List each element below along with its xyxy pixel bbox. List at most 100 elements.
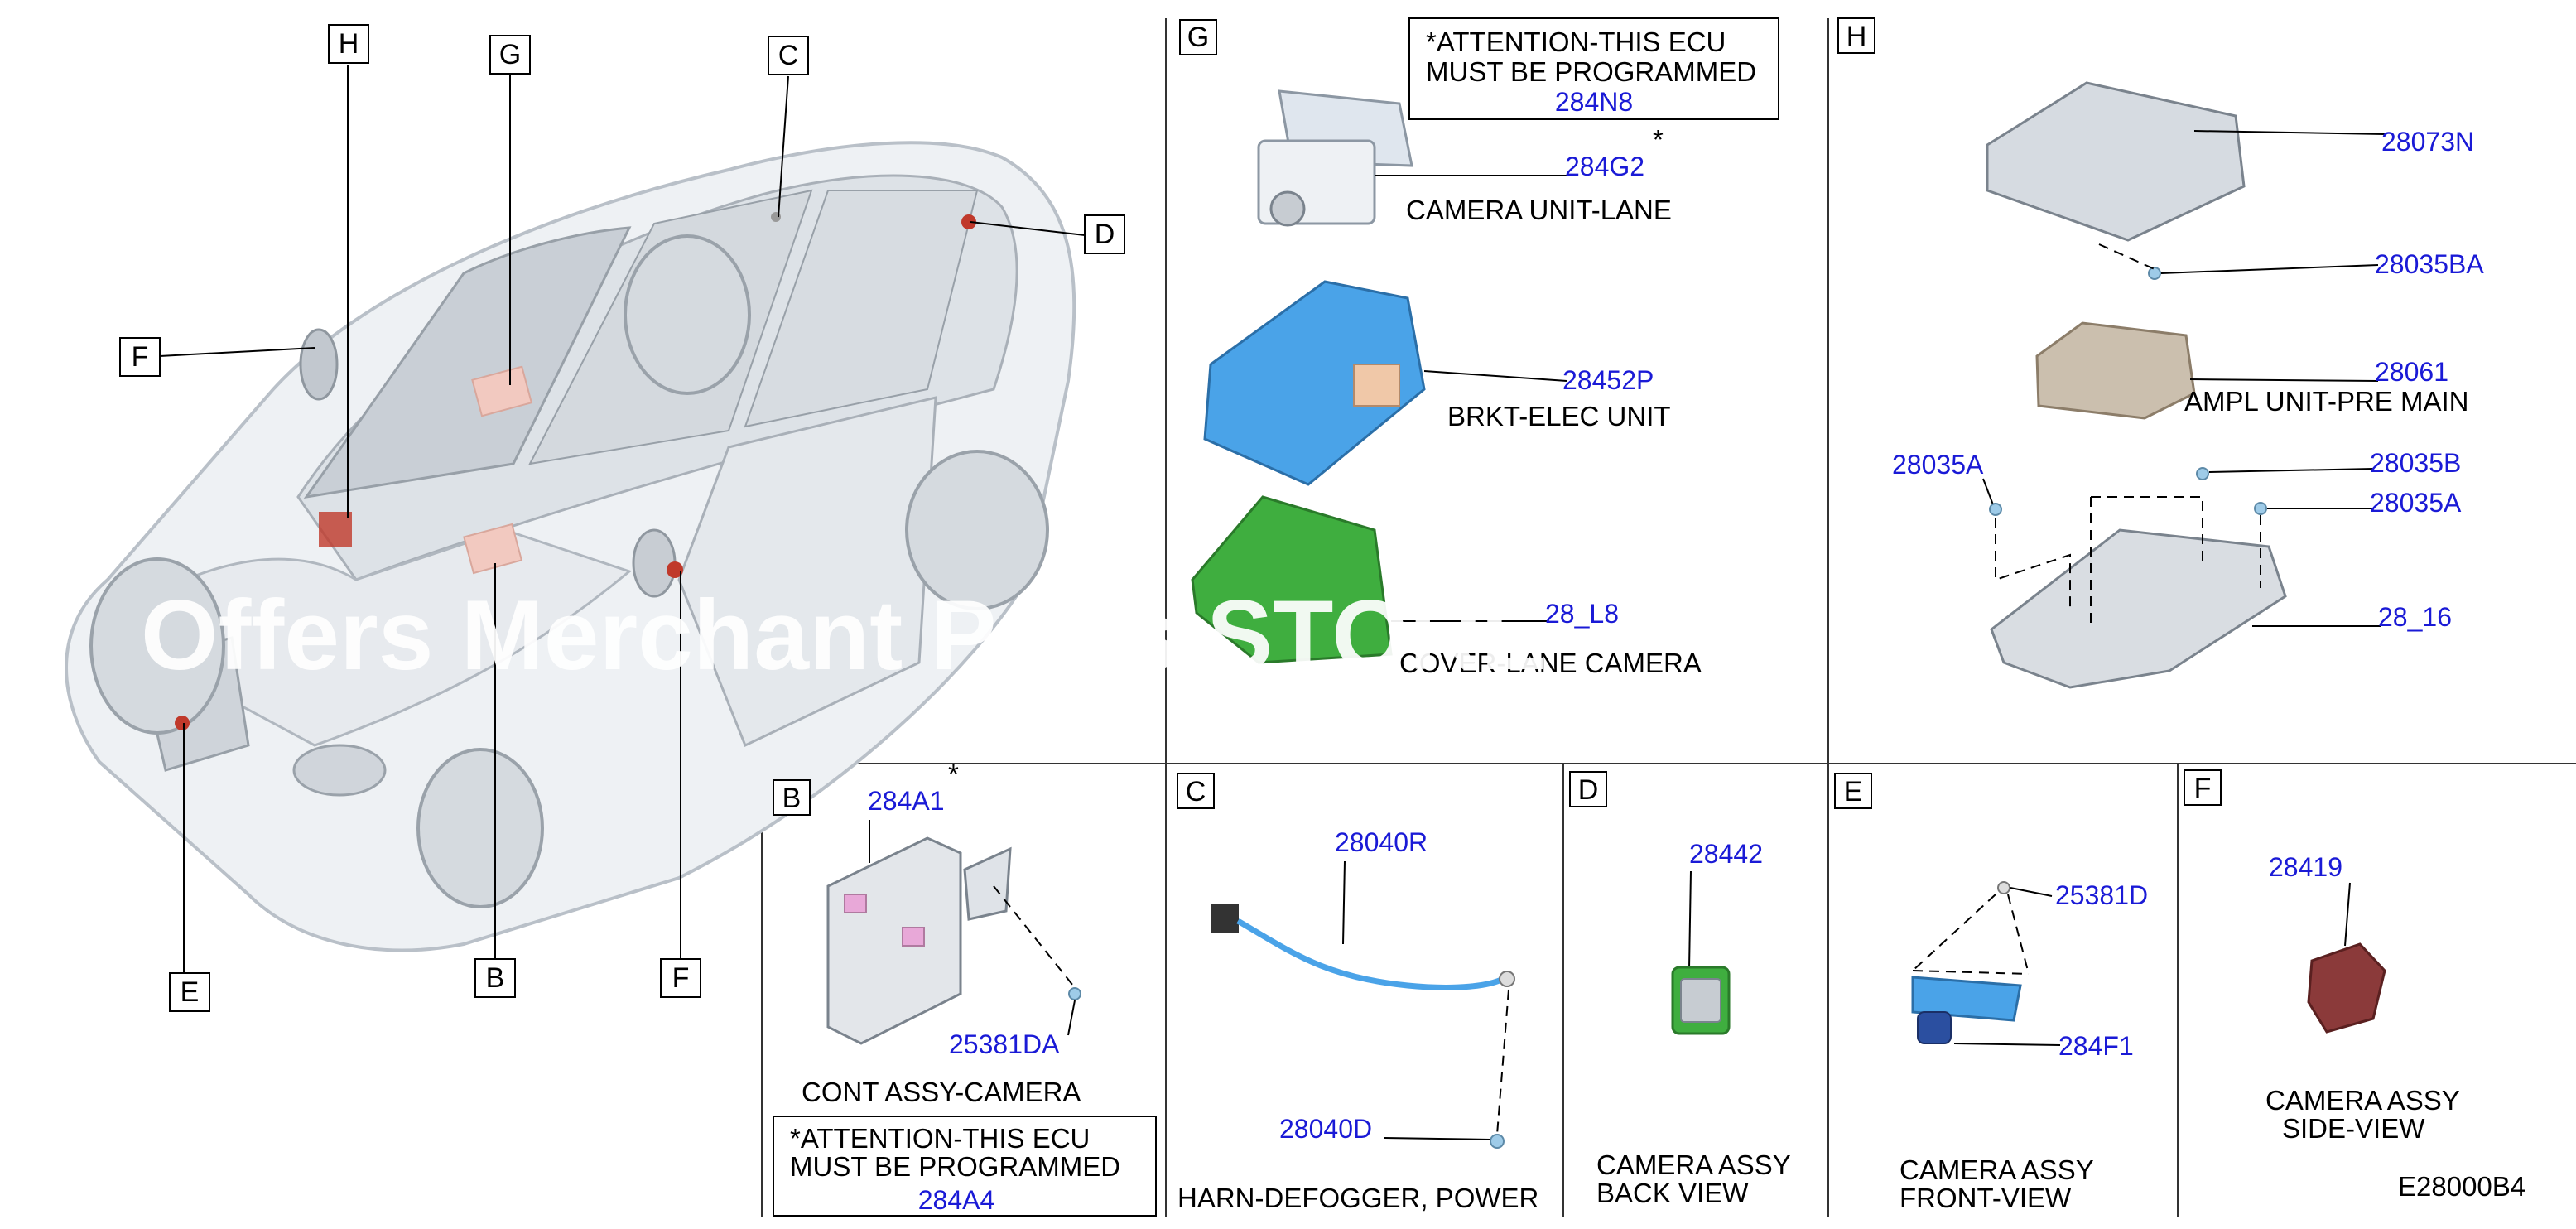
part-number: 28061 — [2375, 357, 2448, 387]
panel-frames — [761, 18, 2576, 1217]
callout-label: F — [132, 341, 149, 373]
callout-label: B — [486, 962, 505, 994]
component-e — [175, 716, 190, 730]
callout-label: C — [778, 40, 799, 71]
wheel — [624, 234, 751, 395]
cover-image — [1191, 495, 1393, 664]
attention-box — [773, 1116, 1157, 1217]
attention-text: *ATTENTION-THIS ECU — [1426, 27, 1726, 57]
vehicle-overview — [65, 65, 1086, 973]
callout-label: D — [1095, 219, 1115, 250]
attention-box — [1408, 17, 1779, 120]
part-name: CONT ASSY-CAMERA — [802, 1077, 1081, 1107]
part-name: SIDE-VIEW — [2282, 1113, 2425, 1144]
component-f — [667, 561, 683, 578]
harness-image — [1236, 918, 1505, 990]
panel-letter: D — [1578, 774, 1599, 806]
panel-h: H 28073N 28035BA 28061 AMPL UNIT-PRE MAI… — [1837, 17, 2484, 689]
dashed-guide — [1496, 989, 1509, 1135]
part-name: CAMERA ASSY — [2265, 1085, 2460, 1116]
leader-line — [2208, 468, 2374, 473]
overview-callouts: H G C D F F E B — [119, 24, 1125, 1012]
leader-line — [2160, 264, 2379, 274]
part-number: 284A4 — [918, 1185, 995, 1215]
panel-letter: E — [1844, 776, 1863, 807]
leader-line — [1342, 860, 1346, 945]
mirror — [299, 328, 339, 401]
part-name: BRKT-ELEC UNIT — [1447, 401, 1671, 431]
part-number: 28452P — [1562, 365, 1654, 395]
part-name: FRONT-VIEW — [1899, 1183, 2072, 1213]
camera-lens — [1269, 190, 1306, 227]
wheel — [416, 748, 544, 908]
part-number: 284F1 — [2058, 1031, 2134, 1061]
part-number: 25381DA — [949, 1029, 1060, 1059]
screw-image — [2148, 267, 2161, 280]
part-number: 28035A — [2370, 488, 2462, 518]
dashed-guide — [993, 885, 1077, 990]
part-number: 28_L8 — [1545, 599, 1619, 629]
screw-image — [2196, 467, 2209, 480]
component-d — [961, 214, 976, 229]
leader-line — [2189, 378, 2379, 382]
dashed-guide — [2098, 243, 2155, 270]
bracket-image — [1203, 280, 1426, 486]
dashed-guide — [1912, 894, 1996, 971]
terminal-image — [1499, 971, 1515, 987]
leader-line — [778, 75, 789, 218]
part-number: 28073N — [2381, 127, 2474, 157]
screw-image — [1997, 881, 2010, 894]
panel-letter: H — [1847, 21, 1867, 52]
camera-lens — [1917, 1011, 1952, 1044]
panel-letter-box — [773, 779, 811, 816]
screw-image — [2254, 502, 2267, 515]
leader-line — [159, 347, 315, 357]
panel-letter: F — [2194, 773, 2212, 804]
panel-b: B 284A1 * 25381DA CONT ASSY-CAMERA *ATTE… — [773, 759, 1157, 1217]
attention-text: MUST BE PROGRAMMED — [1426, 56, 1756, 87]
attention-text: MUST BE PROGRAMMED — [790, 1151, 1120, 1182]
part-number: 28040R — [1335, 827, 1428, 857]
part-name: CAMERA UNIT-LANE — [1406, 195, 1672, 225]
part-number: 28040D — [1279, 1114, 1372, 1144]
callout-box — [1084, 214, 1125, 254]
leader-line — [970, 221, 1086, 236]
part-number: 284N8 — [1555, 87, 1633, 117]
side-window — [744, 190, 979, 428]
panel-f: F 28419 CAMERA ASSY SIDE-VIEW — [2184, 769, 2460, 1144]
callout-label: F — [672, 962, 690, 994]
star-mark: * — [1653, 124, 1664, 155]
leader-line — [1688, 870, 1692, 970]
diagram-code: E28000B4 — [2398, 1171, 2525, 1202]
callout-box — [489, 35, 531, 75]
component-g — [471, 365, 533, 417]
screw-image — [1068, 987, 1081, 1000]
mount-bracket-image — [1990, 528, 2287, 689]
part-name: CAMERA ASSY — [1899, 1154, 2094, 1185]
part-number: 284G2 — [1565, 152, 1644, 181]
panel-c: C 28040R 28040D HARN-DEFOGGER, POWER — [1177, 773, 1538, 1213]
leader-line — [1423, 370, 1567, 382]
callout-box — [169, 972, 210, 1012]
part-number: 28035A — [1892, 450, 1984, 480]
leader-line — [2010, 887, 2053, 897]
panel-letter-box — [1177, 773, 1215, 809]
part-name: CAMERA ASSY — [1596, 1149, 1791, 1180]
screw-image — [1490, 1134, 1505, 1149]
panel-g: G *ATTENTION-THIS ECU MUST BE PROGRAMMED… — [1179, 17, 1779, 678]
part-number: 28442 — [1689, 839, 1763, 869]
part-number: 28035BA — [2375, 249, 2484, 279]
part-number: 28_16 — [2378, 602, 2452, 632]
attention-text: *ATTENTION-THIS ECU — [790, 1123, 1090, 1154]
callout-label: G — [499, 39, 521, 70]
callout-label: H — [339, 28, 359, 60]
callout-box — [474, 958, 516, 998]
leader-line — [2193, 130, 2386, 135]
front-camera-image — [1911, 976, 2022, 1022]
wheel — [89, 557, 225, 735]
panel-letter-box — [1837, 17, 1875, 54]
callout-box — [768, 36, 809, 75]
leader-line — [1982, 478, 1995, 508]
component-h — [319, 512, 352, 547]
